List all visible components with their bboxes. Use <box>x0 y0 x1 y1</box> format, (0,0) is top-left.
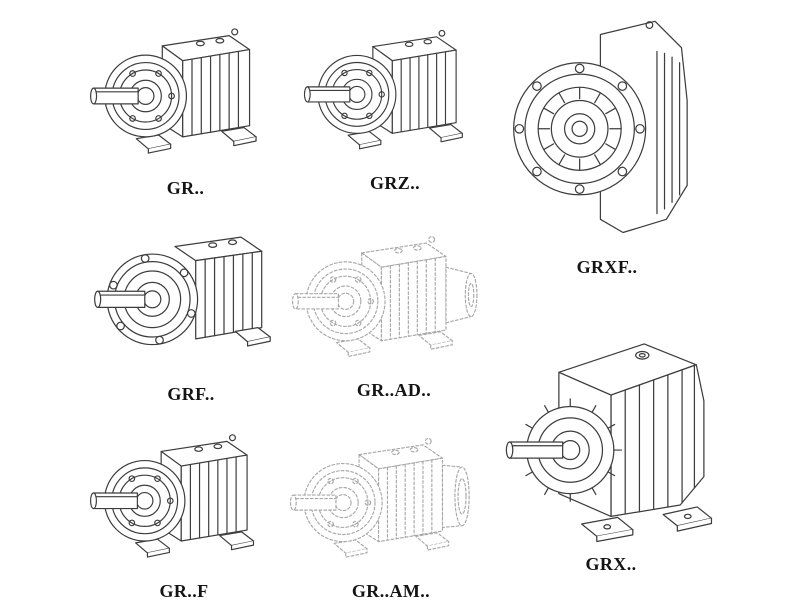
label-grxf: GRXF.. <box>576 257 638 278</box>
gear-reducer-drawing <box>302 20 488 171</box>
drawing-grz: GRZ.. <box>302 20 488 194</box>
reducer-with-adapter-drawing <box>291 235 478 358</box>
drawing-grxf: GRXF.. <box>508 10 706 278</box>
flange-reducer-drawing <box>513 20 688 234</box>
drawing-gram: GR..AM.. <box>288 428 494 602</box>
label-grz: GRZ.. <box>369 172 420 193</box>
large-gear-reducer-drawing <box>505 343 713 543</box>
label-grff: GR..F <box>159 581 209 602</box>
label-grx: GRX.. <box>585 554 637 575</box>
label-gr: GR.. <box>166 177 205 198</box>
flange-reducer-drawing <box>92 222 290 382</box>
reducer-with-motor-flange-drawing <box>289 437 470 558</box>
drawing-grf: GRF.. <box>92 222 290 405</box>
label-grf: GRF.. <box>167 384 215 405</box>
gear-reducer-drawing <box>88 424 280 579</box>
drawing-grx: GRX.. <box>502 306 720 575</box>
label-gram: GR..AM.. <box>351 580 431 601</box>
gear-reducer-drawing <box>88 18 283 176</box>
drawing-grff: GR..F <box>88 424 280 602</box>
drawing-grad: GR..AD.. <box>290 226 498 401</box>
label-grad: GR..AD.. <box>356 380 432 401</box>
drawing-gr: GR.. <box>88 18 283 199</box>
